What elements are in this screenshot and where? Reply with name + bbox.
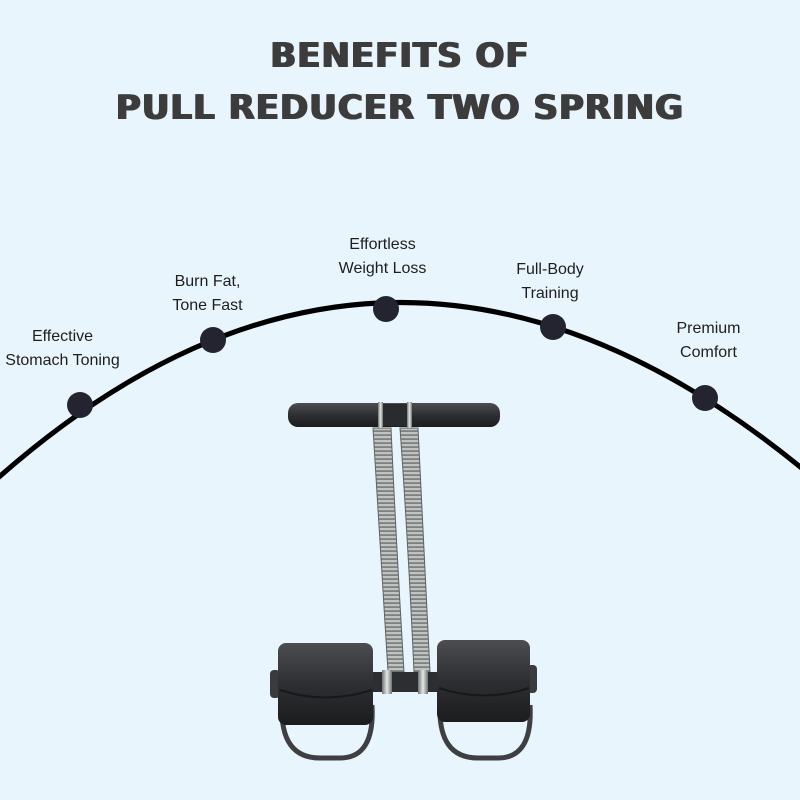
left-foot-pad (270, 643, 375, 761)
bottom-axle (365, 670, 445, 694)
benefit-label-2-line-1: Burn Fat, (174, 273, 241, 290)
benefit-label-4: Full-Body Training (505, 258, 595, 306)
benefit-label-2-line-2: Tone Fast (172, 297, 243, 314)
benefit-dot-4 (540, 314, 566, 340)
benefit-label-1: Effective Stomach Toning (0, 325, 125, 373)
title-line-2: PULL REDUCER TWO SPRING (115, 88, 685, 128)
benefit-label-5: Premium Comfort (666, 317, 751, 365)
benefit-label-2: Burn Fat, Tone Fast (160, 270, 255, 318)
benefit-label-5-line-1: Premium (676, 320, 741, 337)
title-line-1: BENEFITS OF (270, 36, 530, 76)
benefit-label-1-line-2: Stomach Toning (5, 352, 120, 369)
benefit-label-3-line-1: Effortless (349, 236, 416, 253)
top-handle (288, 402, 500, 428)
benefit-dot-5 (692, 385, 718, 411)
benefit-dot-3 (373, 296, 399, 322)
right-foot-pad (437, 640, 537, 761)
springs (372, 427, 431, 673)
benefit-dot-2 (200, 327, 226, 353)
benefit-label-3: Effortless Weight Loss (325, 233, 440, 281)
benefit-label-5-line-2: Comfort (680, 344, 737, 361)
benefit-label-4-line-1: Full-Body (516, 261, 584, 278)
benefit-dot-1 (67, 392, 93, 418)
page-title: BENEFITS OF PULL REDUCER TWO SPRING (0, 30, 800, 134)
benefit-label-3-line-2: Weight Loss (338, 260, 427, 277)
benefit-label-4-line-2: Training (521, 285, 579, 302)
benefit-label-1-line-1: Effective (31, 328, 94, 345)
